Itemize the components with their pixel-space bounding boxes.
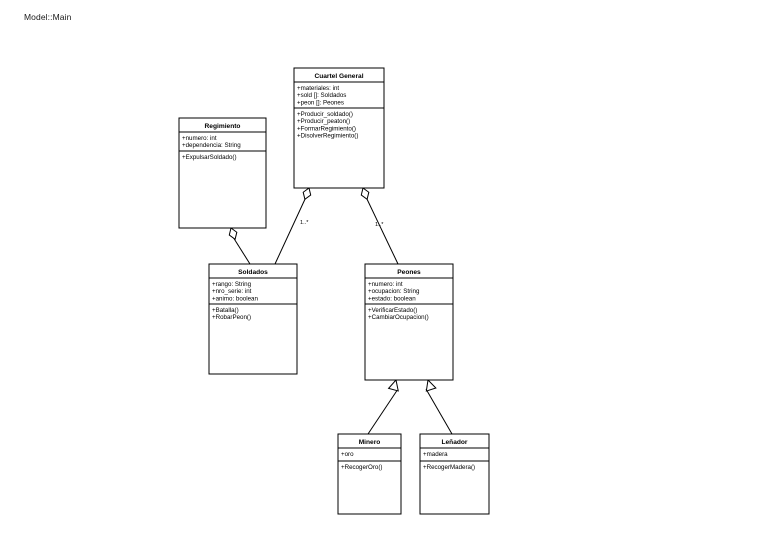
class-box-regimiento[interactable]: Regimiento +numero: int+dependencia: Stri… <box>178 117 267 229</box>
relation-line <box>232 236 251 265</box>
class-method: +RecogerMadera() <box>423 464 475 471</box>
class-box-frame <box>364 263 454 381</box>
class-box-peones[interactable]: Peones +numero: int+ocupacion: String+est… <box>364 263 454 381</box>
class-method: +Batalla() <box>212 307 239 314</box>
class-attribute: +oro <box>341 451 354 458</box>
class-name-label: Soldados <box>238 269 268 276</box>
class-method: +FormarRegimiento() <box>297 125 356 132</box>
relation-cuartel-soldados: 1..* <box>274 187 312 265</box>
class-box-frame <box>293 67 385 189</box>
class-attribute: +estado: boolean <box>368 295 416 302</box>
multiplicity-label: 1..* <box>300 220 309 226</box>
aggregation-diamond <box>228 227 238 241</box>
class-box-frame <box>178 117 267 229</box>
class-attribute: +nro_serie: int <box>212 288 252 295</box>
class-name-label: Cuartel General <box>314 73 363 80</box>
class-method: +VerificarEstado() <box>368 307 417 314</box>
relation-cuartel-peones: 1..* <box>360 187 399 265</box>
class-attribute: +animo: boolean <box>212 295 258 302</box>
class-attribute: +madera <box>423 451 448 458</box>
class-box-frame <box>419 433 490 515</box>
class-attribute: +sold []: Soldados <box>297 92 346 99</box>
class-name-label: Minero <box>359 439 381 446</box>
generalization-triangle <box>387 378 399 392</box>
class-method: +RecogerOro() <box>341 464 382 471</box>
class-attribute: +numero: int <box>368 281 403 288</box>
class-box-frame <box>337 433 402 515</box>
class-method: +Producir_peaton() <box>297 118 350 125</box>
class-name-label: Peones <box>397 269 421 276</box>
multiplicity-label: 1..* <box>375 222 384 228</box>
class-method: +RobarPeon() <box>212 314 251 321</box>
relation-regimiento-soldados <box>228 227 251 265</box>
generalization-triangle <box>425 378 437 392</box>
relation-line <box>367 388 399 435</box>
class-box-frame <box>208 263 298 375</box>
class-attribute: +materiales: int <box>297 85 339 92</box>
class-name-label: Leñador <box>441 439 467 446</box>
class-method: +CambiarOcupacion() <box>368 314 429 321</box>
relation-line <box>365 196 399 265</box>
class-attribute: +numero: int <box>182 135 217 142</box>
aggregation-diamond <box>302 187 312 201</box>
class-box-soldados[interactable]: Soldados +rango: String+nro_serie: int+an… <box>208 263 298 375</box>
class-attribute: +peon []: Peones <box>297 99 344 106</box>
class-attribute: +ocupacion: String <box>368 288 420 295</box>
aggregation-diamond <box>360 187 370 201</box>
classes-layer: Cuartel General +materiales: int+sold []:… <box>178 67 490 515</box>
class-attribute: +dependencia: String <box>182 142 241 149</box>
class-box-cuartel-general[interactable]: Cuartel General +materiales: int+sold []:… <box>293 67 385 189</box>
relation-lenador-peones <box>425 378 453 435</box>
class-box-lenador[interactable]: Leñador +madera +RecogerMadera() <box>419 433 490 515</box>
relation-line <box>425 388 453 435</box>
relations-layer: 1..* 1..* <box>228 187 453 435</box>
class-box-minero[interactable]: Minero +oro +RecogerOro() <box>337 433 402 515</box>
class-method: +DisolverRegimiento() <box>297 133 358 140</box>
relation-minero-peones <box>367 378 399 435</box>
class-name-label: Regimiento <box>205 123 241 130</box>
class-attribute: +rango: String <box>212 281 252 288</box>
page-title: Model::Main <box>24 12 72 22</box>
class-method: +ExpulsarSoldado() <box>182 154 237 161</box>
class-method: +Producir_soldado() <box>297 111 353 118</box>
relation-line <box>274 196 307 265</box>
